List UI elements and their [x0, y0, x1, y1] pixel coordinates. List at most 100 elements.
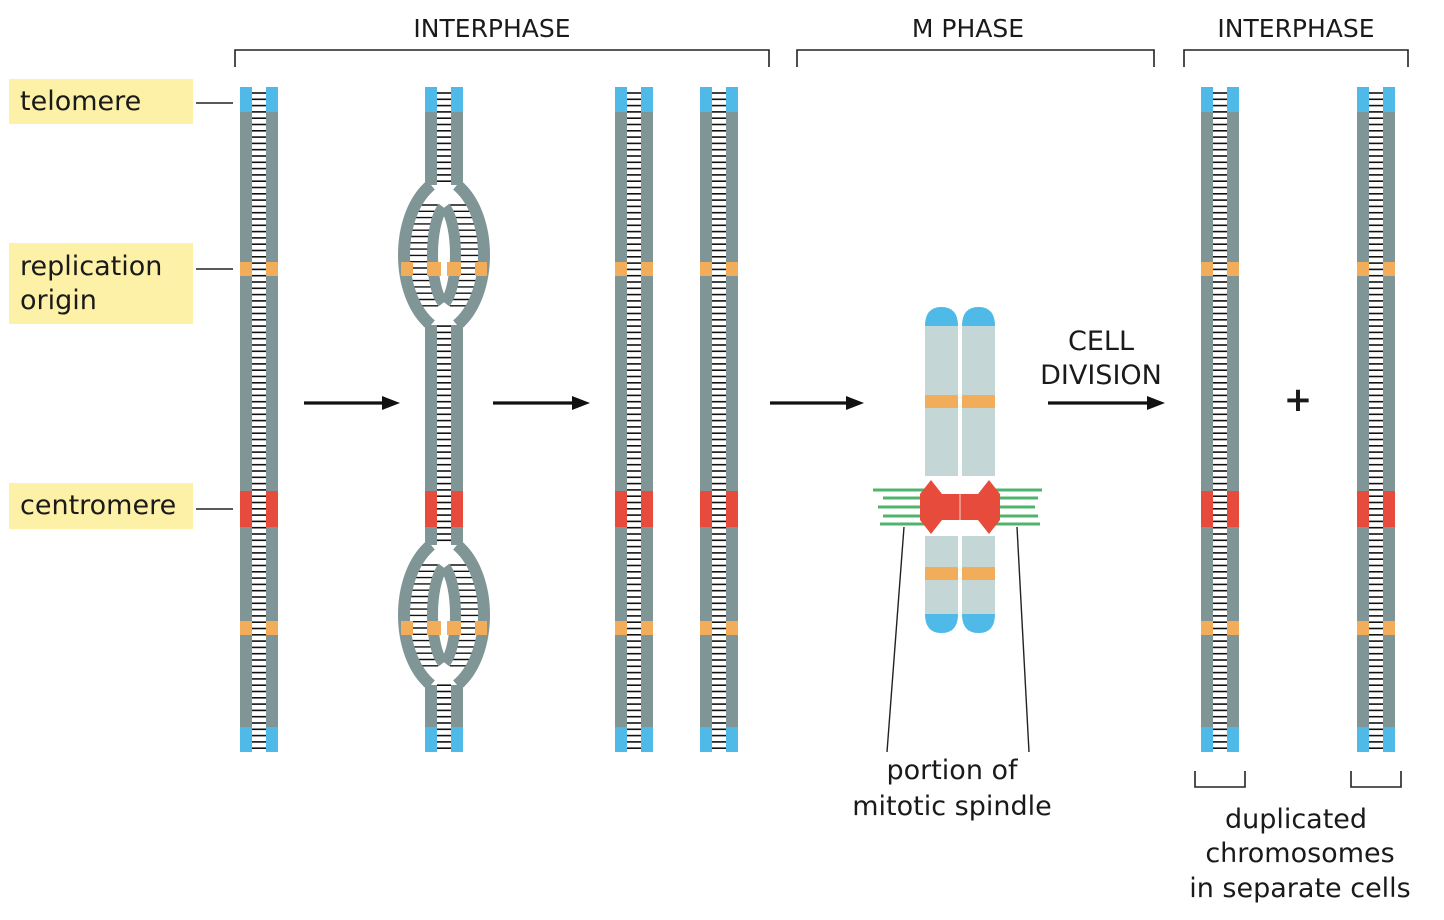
- key-box-centromere: [9, 483, 193, 529]
- phase-label-interphase-right: INTERPHASE: [1217, 14, 1374, 43]
- telomere-marker-right: [641, 727, 653, 752]
- result-label-line3: in separate cells: [1189, 873, 1411, 904]
- replication-origin-marker: [401, 262, 413, 276]
- replication-origin-band-upper-left: [925, 395, 958, 408]
- key-label-centromere: centromere: [20, 490, 176, 521]
- dna-strand-left: [425, 325, 437, 545]
- centromere-marker-left: [1201, 491, 1213, 527]
- telomere-marker-right: [1383, 727, 1395, 752]
- telomere-cap-top-left: [925, 307, 958, 326]
- telomere-marker-left: [615, 87, 627, 112]
- key-box-telomere: [9, 79, 193, 124]
- replication-origin-marker: [447, 621, 461, 635]
- replication-origin-marker-left: [615, 621, 627, 635]
- telomere-cap-bottom-left: [925, 614, 958, 633]
- replication-origin-marker-right: [266, 262, 278, 276]
- centromere-marker-left: [615, 491, 627, 527]
- dna-strand-right: [726, 87, 738, 752]
- replication-origin-marker-right: [726, 262, 738, 276]
- dna-strand-right: [1227, 87, 1239, 752]
- result-bracket-left: [1194, 771, 1246, 788]
- centromere-marker-left: [240, 491, 252, 527]
- replication-origin-band-lower-left: [925, 567, 958, 580]
- replication-origin-marker-right: [641, 262, 653, 276]
- replication-origin-marker-left: [1201, 621, 1213, 635]
- key-label-replication-origin-line1: replication: [20, 251, 162, 282]
- replication-origin-marker-left: [240, 621, 252, 635]
- phase-bracket-interphase-right: [1183, 49, 1409, 67]
- sister-chromatid-right: [962, 307, 995, 633]
- telomere-marker-right: [266, 727, 278, 752]
- centromere-marker-right: [641, 491, 653, 527]
- phase-label-m-phase: M PHASE: [912, 14, 1024, 43]
- phase-header-interphase-left: INTERPHASE: [234, 14, 770, 67]
- result-label-line2: chromosomes: [1205, 838, 1394, 869]
- key-centromere: centromere: [9, 483, 233, 529]
- centromere-kinetochore: [920, 476, 1000, 536]
- phase-header-m-phase: M PHASE: [796, 14, 1155, 67]
- dna-strand-left: [240, 87, 252, 752]
- telomere-marker-left: [615, 727, 627, 752]
- replication-origin-marker-left: [700, 262, 712, 276]
- kinetochore-left: [920, 480, 942, 534]
- arrow-3-head: [846, 396, 864, 410]
- sister-chromatid-left: [925, 307, 958, 633]
- replication-origin-marker: [401, 621, 413, 635]
- telomere-marker-right: [726, 727, 738, 752]
- dna-strand-left: [1357, 87, 1369, 752]
- replication-bubble-new-strand-left: [427, 563, 448, 667]
- replication-origin-marker: [427, 262, 441, 276]
- telomere-marker-left: [700, 727, 712, 752]
- centromere-marker-right: [1227, 491, 1239, 527]
- dna-duplicated-copy-b: [700, 87, 738, 752]
- telomere-marker-left: [1357, 727, 1369, 752]
- plus-sign: +: [1284, 380, 1313, 420]
- replication-origin-marker: [475, 262, 487, 276]
- replication-origin-marker-right: [1383, 262, 1395, 276]
- result-label-line1: duplicated: [1225, 804, 1367, 835]
- dna-strand-right: [641, 87, 653, 752]
- key-replication-origin: replication origin: [9, 243, 233, 324]
- telomere-marker-left: [240, 87, 252, 112]
- telomere-cap-top-right: [962, 307, 995, 326]
- dna-daughter-cell-a: [1201, 87, 1239, 752]
- replication-origin-marker: [475, 621, 487, 635]
- arrow-cell-division: CELL DIVISION: [1040, 326, 1165, 410]
- telomere-marker-right: [1227, 87, 1239, 112]
- replication-origin-marker-left: [615, 262, 627, 276]
- replication-origin-marker-right: [1227, 262, 1239, 276]
- result-bracket-right: [1350, 771, 1402, 788]
- leader-line-spindle-right: [1016, 526, 1030, 753]
- centromere-marker-left: [1357, 491, 1369, 527]
- replication-bubble-outer-strand-left: [398, 540, 436, 690]
- arrow-2-head: [572, 396, 590, 410]
- phase-bracket-m-phase: [796, 49, 1155, 67]
- dna-strand-left: [700, 87, 712, 752]
- dna-daughter-cell-b: [1357, 87, 1395, 752]
- dna-strand-left: [1201, 87, 1213, 752]
- replication-origin-marker-right: [641, 621, 653, 635]
- telomere-marker-left: [240, 727, 252, 752]
- telomere-cap-bottom-right: [962, 614, 995, 633]
- telomere-marker-right: [1227, 727, 1239, 752]
- dna-strand-right: [451, 325, 463, 545]
- replication-bubble-new-strand-right: [440, 203, 461, 307]
- telomere-marker-left: [1201, 87, 1213, 112]
- telomere-marker-right: [726, 87, 738, 112]
- key-box-replication-origin: [9, 243, 193, 324]
- dna-duplicated-copy-a: [615, 87, 653, 752]
- replication-origin-marker: [447, 262, 461, 276]
- centromere-marker-left: [425, 491, 437, 527]
- cell-division-label-line1: CELL: [1068, 326, 1134, 357]
- telomere-marker-left: [1357, 87, 1369, 112]
- telomere-marker-left: [425, 727, 437, 752]
- telomere-marker-left: [425, 87, 437, 112]
- centromere-marker-right: [726, 491, 738, 527]
- replication-origin-marker-right: [266, 621, 278, 635]
- centromere-marker-right: [266, 491, 278, 527]
- telomere-marker-left: [700, 87, 712, 112]
- cell-division-label-line2: DIVISION: [1040, 360, 1162, 391]
- mitotic-chromosome: portion of mitotic spindle: [852, 307, 1052, 822]
- replication-bubble-outer-strand-right: [452, 540, 490, 690]
- centromere-marker-left: [700, 491, 712, 527]
